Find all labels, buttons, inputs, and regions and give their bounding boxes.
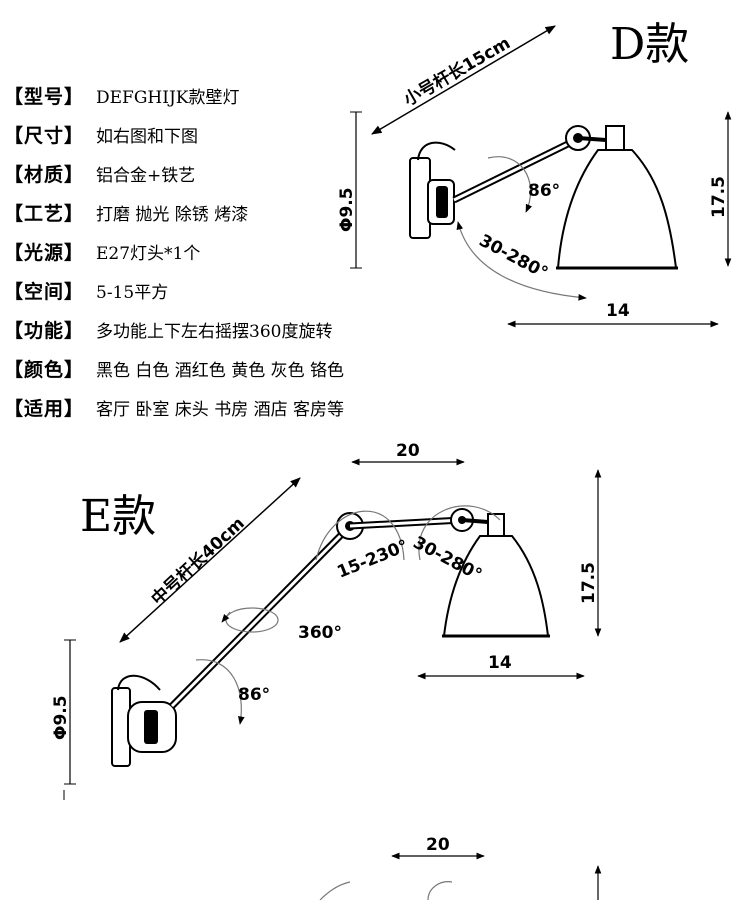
d-swing-range-label: 30-280°	[476, 231, 551, 284]
spec-list: 【型号】DEFGHIJK款壁灯 【尺寸】如右图和下图 【材质】铝合金+铁艺 【工…	[4, 76, 344, 427]
d-height-label: 17.5	[709, 176, 729, 218]
spec-row-size: 【尺寸】如右图和下图	[4, 125, 198, 147]
spec-row-craft: 【工艺】打磨 抛光 除锈 烤漆	[4, 203, 249, 225]
spec-row-function: 【功能】多功能上下左右摇摆360度旋转	[4, 320, 333, 342]
d-lamp-shade	[556, 149, 678, 269]
e-base-height-label: Φ9.5	[51, 695, 71, 740]
e-elbow-range-label: 15-230°	[334, 536, 411, 583]
model-e-diagram: 20 中号杆长40cm Φ9.5 15-230° 30-28	[51, 441, 602, 785]
model-d-title: D款	[610, 19, 690, 70]
spec-row-space: 【空间】5-15平方	[4, 281, 169, 303]
e-top-width-label: 20	[396, 441, 420, 461]
e-lamp-shade	[442, 535, 550, 637]
spec-row-usage: 【适用】客厅 卧室 床头 书房 酒店 客房等	[4, 398, 345, 420]
next-model-diagram: 20	[63, 790, 602, 900]
spec-row-material: 【材质】铝合金+铁艺	[4, 164, 196, 186]
e-joint-angle-label: 86°	[238, 685, 270, 705]
e-height-label: 17.5	[579, 562, 599, 604]
e-width-label: 14	[488, 653, 512, 673]
spec-row-color: 【颜色】黑色 白色 酒红色 黄色 灰色 铬色	[4, 359, 345, 381]
e-socket	[487, 513, 505, 537]
d-joint-angle-label: 86°	[528, 181, 560, 201]
d-socket	[605, 125, 625, 151]
d-width-label: 14	[606, 301, 630, 321]
e-rotation-label: 360°	[298, 623, 342, 643]
next-top-width-label: 20	[426, 835, 450, 855]
d-arm-dimension-line	[371, 25, 556, 135]
d-arm-length-label: 小号杆长15cm	[400, 32, 514, 110]
spec-row-light-source: 【光源】E27灯头*1个	[4, 242, 201, 264]
e-arm-length-label: 中号杆长40cm	[147, 513, 249, 610]
d-base-height-label: Φ9.5	[337, 187, 357, 232]
model-d-diagram: 小号杆长15cm Φ9.5 86° 30-280° 17.5 14	[337, 25, 732, 328]
spec-row-model: 【型号】DEFGHIJK款壁灯	[4, 86, 240, 108]
